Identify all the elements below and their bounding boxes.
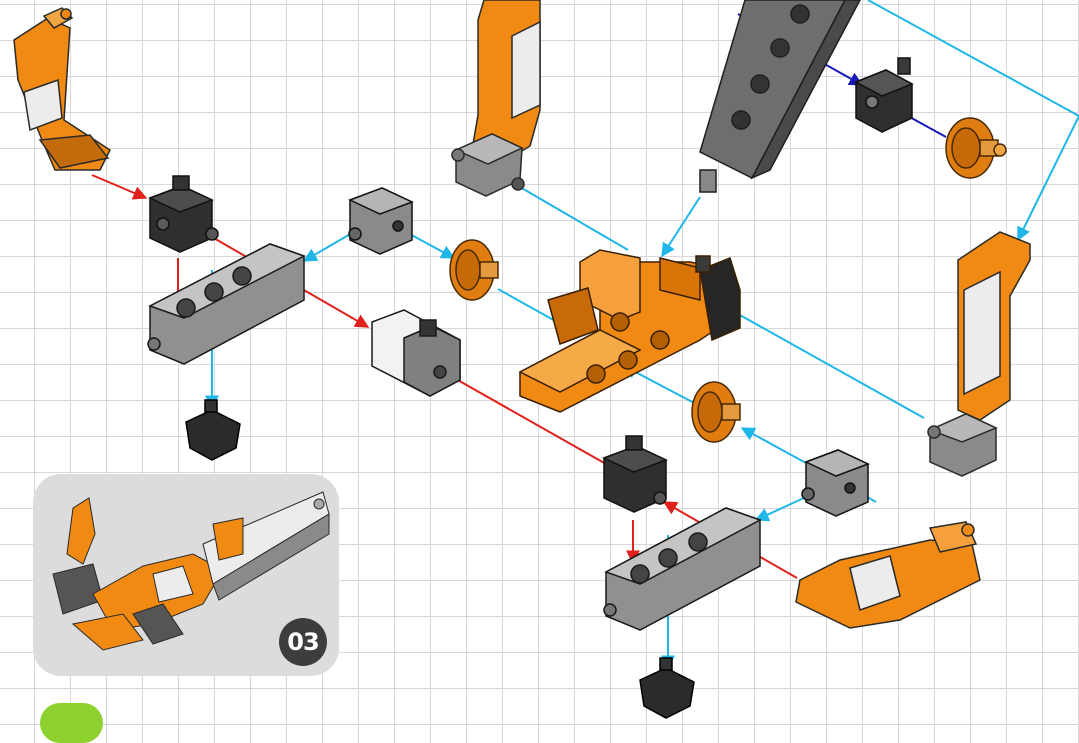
dark-hub-left (148, 175, 219, 253)
green-tab-marker (40, 703, 103, 743)
orange-arm-right (927, 231, 1031, 477)
step-number-badge: 03 (279, 618, 327, 666)
gray-bar-left (147, 243, 306, 365)
gray-cube-lower-right (801, 449, 870, 517)
orange-arm-top-center (451, 0, 541, 197)
white-bracket-middle (371, 309, 461, 397)
pulley-lower-center (691, 381, 741, 443)
orange-arm-top-left (13, 7, 111, 171)
gray-cube-left (348, 187, 414, 255)
orange-central-assembly (518, 249, 741, 413)
assembled-model-illustration (52, 491, 330, 651)
assembled-preview-thumbnail: 03 (33, 474, 339, 676)
long-gray-bar (699, 0, 861, 193)
gray-bar-lower (603, 507, 762, 631)
dark-hub-lower (602, 435, 668, 513)
pulley-middle (449, 239, 499, 301)
black-connector-left (185, 399, 241, 461)
pulley-top-right (945, 117, 1007, 179)
dark-hub-top-right (854, 57, 914, 133)
black-connector-lower (639, 657, 695, 719)
assembly-diagram (13, 0, 1079, 719)
orange-claw-lower-right (795, 521, 981, 629)
